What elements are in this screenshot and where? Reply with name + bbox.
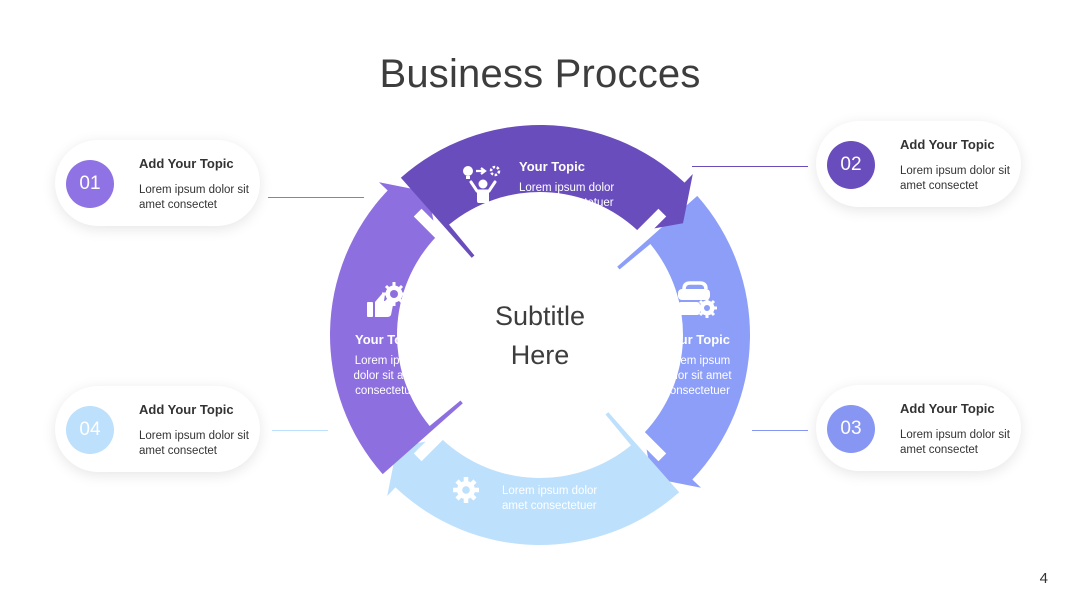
segment-3-text: Your Topic Lorem ipsum dolor amet consec… [502,462,612,514]
segment-2-body: Lorem ipsum dolor sit amet consectetuer [662,355,732,397]
connector-02 [692,166,808,168]
segment-4-title: Your Topic [355,332,421,347]
topic-card-01: 01 Add Your Topic Lorem ipsum dolor sit … [55,140,260,226]
topic-card-04: 04 Add Your Topic Lorem ipsum dolor sit … [55,386,260,472]
center-subtitle-line2: Here [510,340,570,370]
segment-2-title: Your Topic [664,332,730,347]
segment-3-body: Lorem ipsum dolor amet consectetuer [502,485,598,512]
card-03-text: Lorem ipsum dolor sit amet consectet [900,429,1010,456]
number-badge-01: 01 [66,160,114,208]
segment-4-body: Lorem ipsum dolor sit amet consectetuer [353,355,423,397]
segment-1-text: Your Topic Lorem ipsum dolor amet consec… [519,159,629,211]
center-subtitle-line1: Subtitle [494,301,586,331]
gear-icon [452,476,480,509]
toolbox-gear-icon [676,280,718,325]
teamwork-idea-icon [462,164,504,211]
connector-04 [272,430,328,432]
ring-segment-2 [617,195,750,488]
segment-1-body: Lorem ipsum dolor amet consectetuer [519,182,615,209]
center-circle [437,232,643,438]
ring-separator-1 [607,208,667,268]
ring-separator-4 [413,208,473,268]
segment-2-text: Your Topic Lorem ipsum dolor sit amet co… [652,332,742,399]
number-badge-04: 04 [66,406,114,454]
ring-segment-4 [330,182,463,475]
number-badge-02: 02 [827,141,875,189]
card-02-title: Add Your Topic [900,137,995,152]
ring-segment-1 [400,125,693,258]
ring-separator-3 [413,402,473,462]
thumbs-up-gear-icon [366,280,408,325]
segment-3-title: Your Topic [502,462,568,477]
segment-1-title: Your Topic [519,159,585,174]
card-02-text: Lorem ipsum dolor sit amet consectet [900,165,1010,192]
segment-4-text: Your Topic Lorem ipsum dolor sit amet co… [343,332,433,399]
number-badge-03: 03 [827,405,875,453]
card-03-title: Add Your Topic [900,401,995,416]
card-01-text: Lorem ipsum dolor sit amet consectet [139,184,249,211]
topic-card-03: 03 Add Your Topic Lorem ipsum dolor sit … [816,385,1021,471]
ring-separator-2 [607,402,667,462]
connector-01 [268,197,364,199]
card-04-title: Add Your Topic [139,402,234,417]
card-01-title: Add Your Topic [139,156,234,171]
ring-segment-3 [387,412,680,545]
page-number: 4 [1039,570,1048,587]
slide-title: Business Procces [379,52,701,96]
center-subtitle: Subtitle Here [460,297,620,375]
card-04-text: Lorem ipsum dolor sit amet consectet [139,430,249,457]
connector-03 [752,430,808,432]
topic-card-02: 02 Add Your Topic Lorem ipsum dolor sit … [816,121,1021,207]
